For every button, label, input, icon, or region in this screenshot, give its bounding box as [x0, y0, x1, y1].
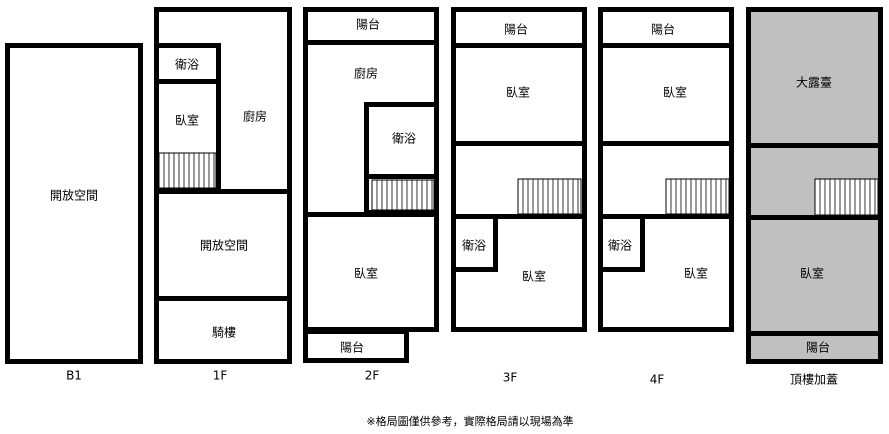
disclaimer-note: ※格局圖僅供參考，實際格局請以現場為準 — [366, 414, 573, 428]
4f-stairs — [665, 178, 730, 215]
floor-b1: 開放空間 B1 — [5, 43, 143, 383]
2f-room-balcony-top: 陽台 — [356, 17, 380, 32]
3f-bathroom — [451, 214, 498, 272]
floor-roof: 大露臺 臥室 陽台 頂樓加蓋 — [746, 7, 883, 387]
roof-stairs — [814, 178, 879, 216]
3f-stairs — [517, 178, 582, 215]
b1-floor-label: B1 — [66, 369, 82, 383]
3f-room-bathroom: 衛浴 — [462, 239, 486, 253]
floor-2f: 陽台 廚房 衛浴 臥室 陽台 2F — [303, 7, 439, 383]
1f-room-open-space: 開放空間 — [200, 238, 248, 253]
4f-room-bathroom: 衛浴 — [608, 239, 632, 253]
roof-floor-label: 頂樓加蓋 — [790, 372, 838, 387]
roof-room-balcony: 陽台 — [806, 340, 830, 355]
4f-room-bedroom-top: 臥室 — [663, 85, 687, 100]
3f-room-bedroom-bottom: 臥室 — [522, 269, 546, 284]
2f-stairs — [371, 179, 435, 211]
roof-room-terrace: 大露臺 — [796, 75, 832, 90]
1f-room-bathroom: 衛浴 — [175, 58, 199, 72]
2f-room-bedroom: 臥室 — [354, 266, 378, 281]
floor-1f: 衛浴 臥室 廚房 開放空間 騎樓 1F — [154, 7, 292, 383]
3f-room-balcony: 陽台 — [504, 22, 528, 37]
3f-room-bedroom-top: 臥室 — [506, 85, 530, 100]
2f-outline — [303, 7, 439, 332]
b1-outline — [5, 43, 143, 364]
3f-floor-label: 3F — [503, 371, 518, 385]
3f-outline — [451, 7, 587, 332]
1f-room-arcade: 騎樓 — [212, 325, 236, 340]
2f-balcony-bottom — [303, 329, 409, 363]
1f-floor-label: 1F — [213, 369, 228, 383]
1f-room-kitchen: 廚房 — [243, 109, 267, 124]
4f-outline — [598, 7, 734, 332]
2f-room-bathroom: 衛浴 — [392, 132, 416, 146]
b1-room-open-space: 開放空間 — [50, 188, 98, 203]
4f-room-balcony: 陽台 — [651, 22, 675, 37]
floor-4f: 陽台 臥室 衛浴 臥室 4F — [598, 7, 734, 387]
2f-room-kitchen: 廚房 — [354, 66, 378, 81]
2f-room-balcony-bottom: 陽台 — [340, 340, 364, 355]
1f-room-bedroom: 臥室 — [175, 113, 199, 128]
2f-floor-label: 2F — [365, 369, 380, 383]
1f-stairs — [158, 152, 217, 189]
roof-room-bedroom: 臥室 — [800, 266, 824, 281]
floor-3f: 陽台 臥室 衛浴 臥室 3F — [451, 7, 587, 385]
4f-floor-label: 4F — [650, 373, 665, 387]
4f-room-bedroom-bottom: 臥室 — [684, 266, 708, 281]
4f-bathroom — [598, 214, 645, 272]
